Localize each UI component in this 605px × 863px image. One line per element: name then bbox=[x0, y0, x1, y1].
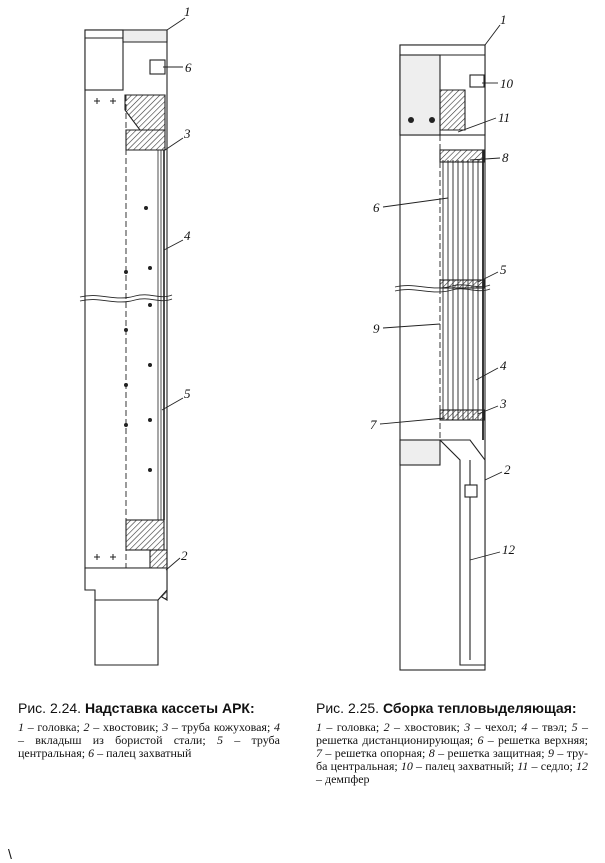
legend-number: 6 bbox=[477, 733, 484, 747]
callout-1: 1 bbox=[184, 4, 191, 19]
figure-caption-2-24: Рис. 2.24. Надставка кассеты АРК: 1 – го… bbox=[18, 700, 280, 760]
legend-text: – палец за­хватный bbox=[94, 746, 192, 760]
legend-text: – решетка верхняя; bbox=[483, 733, 588, 747]
callout-5: 5 bbox=[500, 262, 507, 277]
figure-title: Сборка тепловыделяю­щая: bbox=[382, 700, 577, 716]
callout-7: 7 bbox=[370, 417, 377, 432]
legend-text: – тру­ба центральная; bbox=[316, 746, 589, 773]
legend-text: – труба центральная; bbox=[18, 733, 280, 760]
legend-text: – решетка дистанционирую­щая; bbox=[316, 720, 589, 747]
legend-number: 7 bbox=[316, 746, 322, 760]
callout-1: 1 bbox=[500, 12, 507, 27]
legend-number: 5 bbox=[571, 720, 578, 734]
figure-number: Рис. 2.24. bbox=[18, 700, 82, 716]
legend-number: 12 bbox=[576, 759, 588, 773]
figure-caption-2-25: Рис. 2.25. Сборка тепловыделяю­щая: 1 – … bbox=[316, 700, 588, 786]
callout-3: 3 bbox=[499, 396, 507, 411]
fuel-assembly-callouts: 1 10 11 8 6 5 9 4 3 7 2 12 bbox=[370, 12, 516, 557]
figure-legend: 1 – головка; 2 – хвостовик; 3 – труба ко… bbox=[18, 721, 280, 760]
callout-4: 4 bbox=[500, 358, 507, 373]
legend-text: – головка; bbox=[24, 720, 84, 734]
legend-text: – хвостовик; bbox=[389, 720, 465, 734]
callout-6: 6 bbox=[373, 200, 380, 215]
legend-number: 10 bbox=[400, 759, 413, 773]
callout-10: 10 bbox=[500, 76, 514, 91]
figure-number: Рис. 2.25. bbox=[316, 700, 380, 716]
legend-text: – палец захватный; bbox=[412, 759, 518, 773]
callout-11: 11 bbox=[498, 110, 510, 125]
callout-4: 4 bbox=[184, 228, 191, 243]
legend-number: 1 bbox=[316, 720, 322, 734]
legend-number: 3 bbox=[464, 720, 471, 734]
legend-text: – твэл; bbox=[527, 720, 572, 734]
legend-number: 4 bbox=[521, 720, 528, 734]
figure-title: Надставка кассеты АРК: bbox=[84, 700, 255, 716]
legend-text: – демпфер bbox=[316, 772, 370, 786]
legend-text: – хвостовик; bbox=[89, 720, 163, 734]
legend-number: 2 bbox=[83, 720, 90, 734]
legend-text: – головка; bbox=[322, 720, 384, 734]
callout-8: 8 bbox=[502, 150, 509, 165]
callout-12: 12 bbox=[502, 542, 516, 557]
legend-number: 6 bbox=[88, 746, 95, 760]
fuel-assembly-drawing bbox=[394, 44, 491, 671]
legend-number: 3 bbox=[162, 720, 169, 734]
legend-text: – решетка защитная; bbox=[434, 746, 548, 760]
callout-2: 2 bbox=[504, 462, 511, 477]
figure-legend: 1 – головка; 2 – хвостовик; 3 – чехол; 4… bbox=[316, 721, 588, 786]
legend-number: 4 bbox=[274, 720, 280, 734]
legend-text: – седло; bbox=[528, 759, 576, 773]
callout-6: 6 bbox=[185, 60, 192, 75]
ark-callouts: 1 6 3 4 5 2 bbox=[181, 4, 192, 563]
technical-drawing: 1 6 3 4 5 2 1 10 11 8 6 5 9 4 3 7 2 12 bbox=[79, 4, 516, 671]
callout-5: 5 bbox=[184, 386, 191, 401]
legend-number: 8 bbox=[428, 746, 435, 760]
ark-cassette-drawing bbox=[79, 29, 173, 666]
legend-number: 9 bbox=[547, 746, 554, 760]
callout-9: 9 bbox=[373, 321, 380, 336]
legend-number: 5 bbox=[216, 733, 223, 747]
legend-text: – труба ко­жуховая; bbox=[168, 720, 274, 734]
callout-2: 2 bbox=[181, 548, 188, 563]
legend-number: 2 bbox=[383, 720, 390, 734]
legend-text: – вкладыш из бористой ста­ли; bbox=[18, 733, 217, 747]
legend-number: 11 bbox=[517, 759, 529, 773]
stray-mark: \ bbox=[8, 846, 12, 862]
legend-text: – чехол; bbox=[470, 720, 522, 734]
legend-number: 1 bbox=[18, 720, 24, 734]
legend-text: – решетка опорная; bbox=[322, 746, 429, 760]
callout-3: 3 bbox=[183, 126, 191, 141]
